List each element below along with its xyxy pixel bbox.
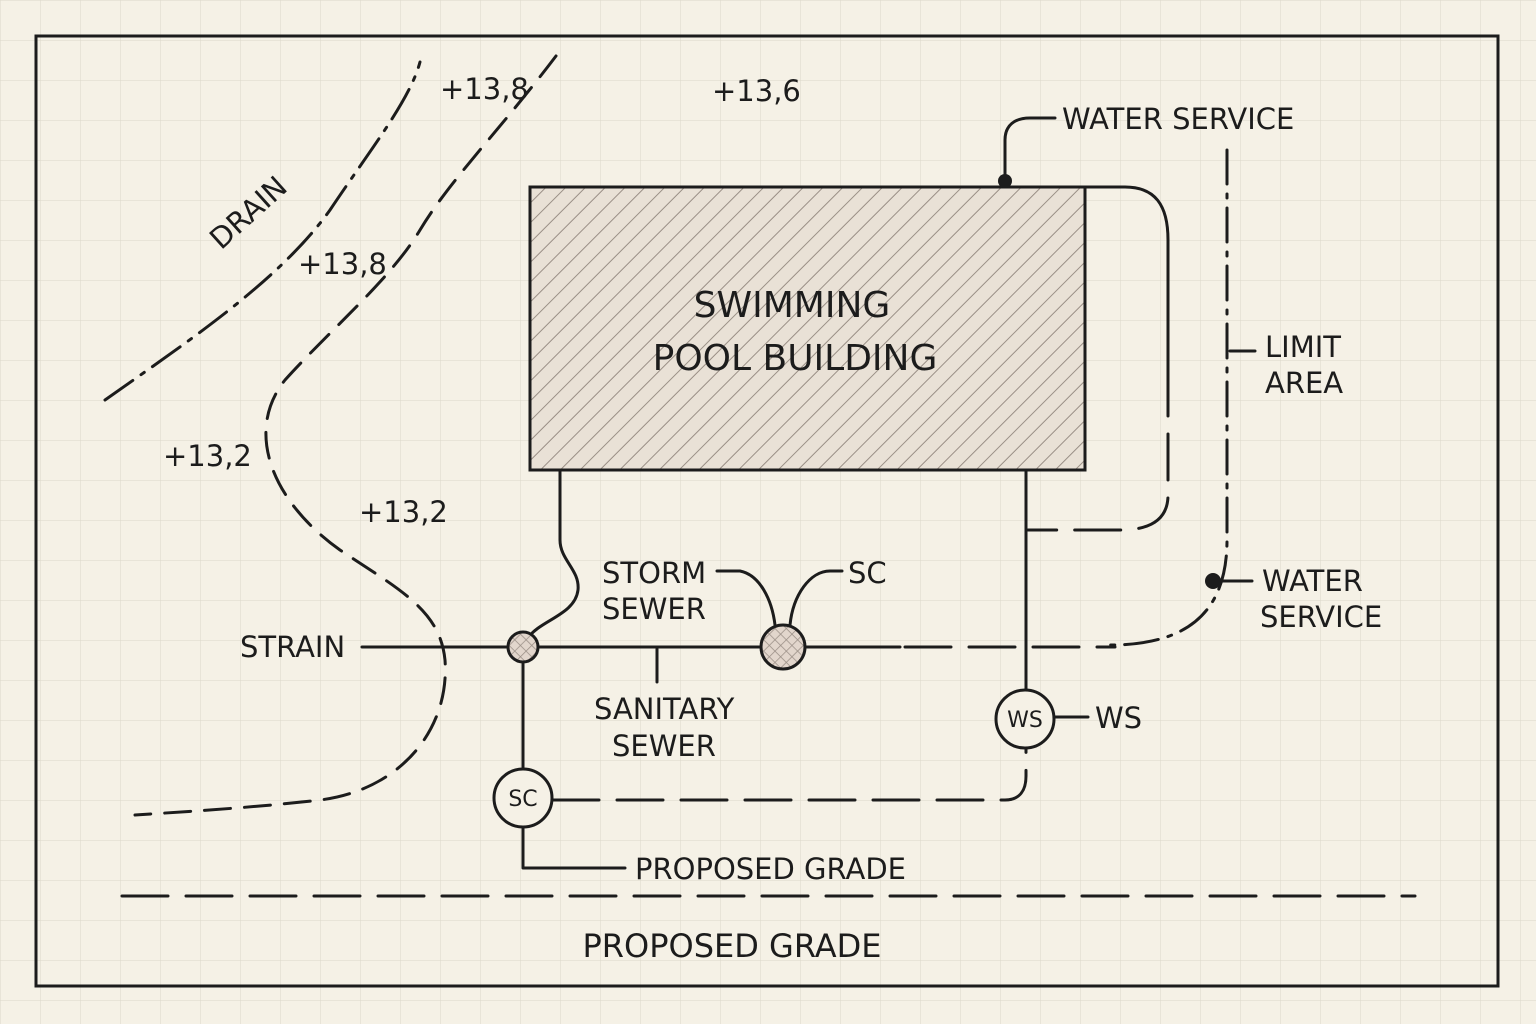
limit-area-line (1108, 148, 1229, 647)
building-label-line2: POOL BUILDING (653, 338, 938, 379)
swimming-pool-building (528, 185, 1087, 472)
elevation-label: +13,2 (359, 495, 448, 529)
sanitary-sewer-label-line2: SEWER (612, 729, 716, 763)
sc-circle-text: SC (508, 787, 537, 812)
limit-area-label-line1: LIMIT (1265, 330, 1341, 364)
drain-line (103, 60, 422, 402)
proposed-grade-title: PROPOSED GRADE (582, 927, 881, 965)
water-service-leader (1003, 116, 1057, 183)
storm-sewer-leader (715, 569, 777, 627)
water-service-pipe-right (1026, 368, 1170, 532)
water-service-right-dot (1205, 573, 1221, 589)
proposed-grade-leader-label: PROPOSED GRADE (635, 852, 906, 886)
sanitary-sewer-label-line1: SANITARY (594, 692, 735, 726)
water-service-right-label-line1: WATER (1262, 564, 1363, 598)
strain-label: STRAIN (240, 630, 345, 664)
sc-leader (788, 569, 844, 627)
elevation-label: +13,8 (440, 72, 529, 106)
water-service-top-label: WATER SERVICE (1062, 102, 1294, 136)
water-service-right-label-line2: SERVICE (1260, 600, 1382, 634)
elevation-label: +13,6 (712, 74, 801, 108)
elevation-label: +13,8 (298, 247, 387, 281)
sc-ws-connection (551, 746, 1028, 802)
proposed-grade-leader (521, 825, 627, 870)
manhole-left (506, 630, 540, 664)
storm-sewer-label-line2: SEWER (602, 592, 706, 626)
building-label-line1: SWIMMING (694, 285, 891, 326)
sc-label: SC (848, 556, 887, 590)
ws-label: WS (1095, 701, 1142, 735)
contour-line (133, 54, 558, 817)
elevation-label: +13,2 (163, 439, 252, 473)
limit-area-label-line2: AREA (1265, 366, 1343, 400)
storm-sewer-label-line1: STORM (602, 556, 706, 590)
manhole-sc (759, 623, 807, 671)
water-service-pipe-top (1083, 185, 1170, 372)
storm-drop-pipe (526, 468, 580, 640)
ws-circle-text: WS (1007, 708, 1043, 733)
drawing-border (34, 34, 1500, 988)
